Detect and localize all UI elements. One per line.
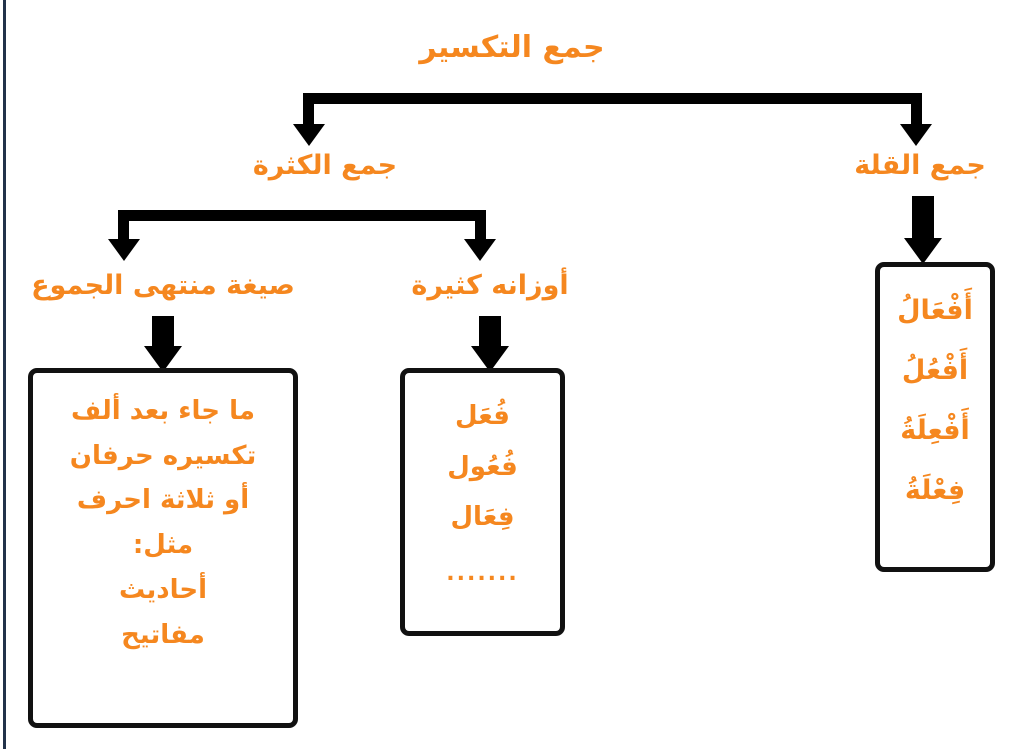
detail-box-awzanuh-kathira: فُعَل فُعُول فِعَال .......: [400, 368, 565, 636]
connector-root-split: [293, 93, 932, 153]
detail-box-sighat-muntaha-al-jumu: ما جاء بعد ألف تكسيره حرفان أو ثلاثة احر…: [28, 368, 298, 728]
root-node-jam-al-taksir: جمع التكسير: [419, 30, 605, 65]
arrow-qilla-to-box: [903, 196, 943, 266]
connector-stem-left: [118, 221, 129, 239]
pattern-line: أَفْعِلَةُ: [900, 414, 970, 446]
arrowhead-to-jam-al-kathra: [293, 124, 325, 146]
connector-kathra-split: [108, 210, 496, 266]
arrowhead-to-jam-al-qilla: [900, 124, 932, 146]
pattern-line: أَفْعُلُ: [901, 354, 969, 386]
box-line-example: أحاديث: [118, 574, 208, 605]
pattern-line: فُعَل: [455, 401, 510, 431]
ellipsis-line: .......: [446, 561, 519, 587]
arrow-sigha-to-box: [143, 316, 183, 374]
node-jam-al-kathra: جمع الكثرة: [252, 150, 398, 181]
connector-stem-left: [303, 104, 314, 124]
arrowhead-to-awzanuh-kathira: [464, 239, 496, 261]
box-line-example-label: مثل:: [132, 530, 194, 561]
arrowhead: [904, 238, 942, 264]
connector-stem-right: [475, 221, 486, 239]
arrow-shaft: [152, 316, 174, 348]
box-line: ما جاء بعد ألف: [71, 396, 255, 426]
box-line: تكسيره حرفان: [69, 440, 257, 471]
arrowhead: [471, 346, 509, 372]
connector-horizontal-bar: [118, 210, 486, 221]
pattern-line: فِعَال: [450, 502, 515, 533]
left-edge-rule: [3, 0, 6, 749]
node-sighat-muntaha-al-jumu: صيغة منتهى الجموع: [31, 270, 295, 301]
arrowhead-to-sighat-muntaha-al-jumu: [108, 239, 140, 261]
node-jam-al-qilla: جمع القلة: [854, 150, 986, 181]
box-line-example: مفاتيح: [121, 619, 205, 650]
node-awzanuh-kathira: أوزانه كثيرة: [411, 270, 569, 301]
pattern-line: أَفْعَالُ: [897, 295, 973, 326]
arrow-awzan-to-box: [470, 316, 510, 374]
box-line: أو ثلاثة احرف: [76, 485, 250, 516]
arrow-shaft: [479, 316, 501, 348]
connector-stem-right: [911, 104, 922, 124]
detail-box-jam-al-qilla: أَفْعَالُ أَفْعُلُ أَفْعِلَةُ فِعْلَةُ: [875, 262, 995, 572]
connector-horizontal-bar: [303, 93, 922, 104]
pattern-line: فُعُول: [447, 451, 518, 482]
arrow-shaft: [912, 196, 934, 240]
arrowhead: [144, 346, 182, 372]
pattern-line: فِعْلَةُ: [904, 474, 966, 506]
